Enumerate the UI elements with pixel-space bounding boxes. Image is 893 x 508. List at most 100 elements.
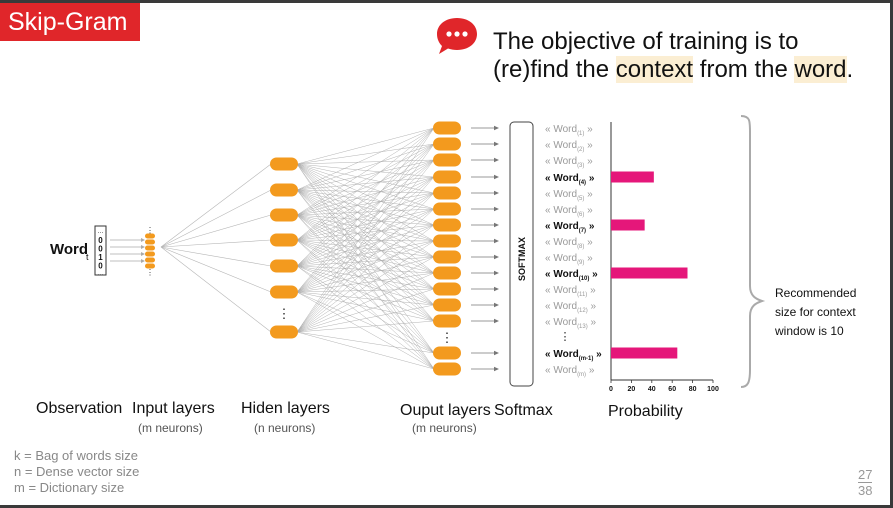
connection-line xyxy=(296,320,435,333)
one-hot-value: 1 xyxy=(98,253,103,262)
hidden-neuron xyxy=(270,259,298,273)
speech-bubble-icon xyxy=(437,18,477,54)
connection-line xyxy=(296,214,435,258)
connection-line xyxy=(296,143,435,293)
probability-bar xyxy=(611,171,654,183)
output-word: « Word(4) » xyxy=(545,173,595,186)
connection-line xyxy=(296,163,435,178)
connection-line xyxy=(296,127,435,165)
connection-line xyxy=(296,189,435,370)
output-word: « Word(3) » xyxy=(545,156,593,169)
connection-line xyxy=(296,189,435,322)
output-neuron xyxy=(433,282,461,296)
output-arrow-head xyxy=(494,286,499,292)
probability-bar xyxy=(611,267,688,279)
connection-line xyxy=(296,127,435,241)
input-neuron xyxy=(145,233,155,239)
output-arrow-head xyxy=(494,350,499,356)
objective-line-2b: from the xyxy=(693,56,795,83)
output-word: « Word(13) » xyxy=(545,317,597,330)
output-word: « Word(11) » xyxy=(545,285,596,298)
connection-line xyxy=(296,127,435,191)
connection-line xyxy=(296,288,435,293)
connection-line xyxy=(296,240,435,267)
slide-frame-bottom xyxy=(0,505,893,508)
legend-n: n = Dense vector size xyxy=(14,464,140,479)
highlight-word: word xyxy=(794,56,847,83)
connection-line xyxy=(296,214,435,274)
hidden-neuron xyxy=(270,208,298,222)
one-hot-value: 0 xyxy=(98,262,103,271)
input-arrow-head xyxy=(141,238,145,242)
connection-line xyxy=(296,239,435,354)
output-word: « Word(5) » xyxy=(545,189,593,202)
connection-line xyxy=(296,239,435,306)
output-arrow-head xyxy=(494,238,499,244)
slide-frame-right xyxy=(890,0,893,508)
label-probability: Probability xyxy=(608,403,683,420)
input-neuron xyxy=(145,239,155,245)
connection-line xyxy=(296,192,435,333)
connection-line xyxy=(296,214,435,290)
one-hot-bottom: ... xyxy=(98,270,104,277)
one-hot-value: 0 xyxy=(98,245,103,254)
connection-line xyxy=(296,176,435,333)
output-neuron xyxy=(433,186,461,200)
label-hidden-layers: Hiden layers xyxy=(241,400,330,417)
connection-line xyxy=(296,224,435,333)
connection-line xyxy=(296,163,435,194)
output-word: « Word(10) » xyxy=(545,269,598,282)
legend: k = Bag of words size n = Dense vector s… xyxy=(14,448,139,496)
context-window-brace xyxy=(740,115,766,388)
label-output-layers: Ouput layers xyxy=(400,402,491,419)
output-neuron xyxy=(433,362,461,376)
connection-line xyxy=(296,163,435,210)
hidden-neuron xyxy=(270,183,298,197)
softmax-label: SOFTMAX xyxy=(517,237,527,281)
page-total: 38 xyxy=(858,482,873,498)
output-arrow-head xyxy=(494,222,499,228)
input-ellipsis-top: ⋮ xyxy=(146,226,154,235)
connection-line xyxy=(296,127,435,267)
connection-line xyxy=(296,272,435,333)
chart-x-tick-label: 60 xyxy=(668,386,676,393)
connection-line xyxy=(296,208,435,216)
connection-line xyxy=(296,143,435,191)
connection-line xyxy=(296,127,435,293)
chart-x-tick-label: 40 xyxy=(648,386,656,393)
connection-line xyxy=(296,208,435,293)
connection-line xyxy=(296,291,435,322)
connection-line xyxy=(296,143,435,267)
word-ellipsis: ⋮ xyxy=(560,331,571,343)
connection-line xyxy=(296,224,435,241)
connection-line xyxy=(296,159,435,165)
connection-line xyxy=(296,256,435,293)
output-neuron xyxy=(433,218,461,232)
page-number: 27 38 xyxy=(858,467,873,498)
connection-line xyxy=(296,127,435,216)
objective-line-2a: (re)find the xyxy=(493,56,616,83)
label-input-neurons: (m neurons) xyxy=(138,421,203,435)
connection-line xyxy=(296,304,435,333)
connection-line xyxy=(296,159,435,333)
connection-line xyxy=(160,163,272,248)
output-word: « Word(m-1) » xyxy=(545,349,602,362)
output-word: « Word(8) » xyxy=(545,237,593,250)
connection-line xyxy=(296,127,435,333)
connection-line xyxy=(296,189,435,242)
output-arrow-head xyxy=(494,254,499,260)
connection-line xyxy=(296,224,435,267)
chart-x-tick-label: 0 xyxy=(609,386,613,393)
connection-line xyxy=(160,246,272,333)
connection-line xyxy=(296,176,435,267)
connection-line xyxy=(296,143,435,165)
input-neuron xyxy=(145,245,155,251)
connection-line xyxy=(296,192,435,216)
connection-line xyxy=(296,214,435,242)
output-arrow-head xyxy=(494,141,499,147)
output-neuron xyxy=(433,298,461,312)
probability-bar xyxy=(611,347,678,359)
output-word: « Word(6) » xyxy=(545,205,593,218)
page-current: 27 xyxy=(858,467,873,482)
